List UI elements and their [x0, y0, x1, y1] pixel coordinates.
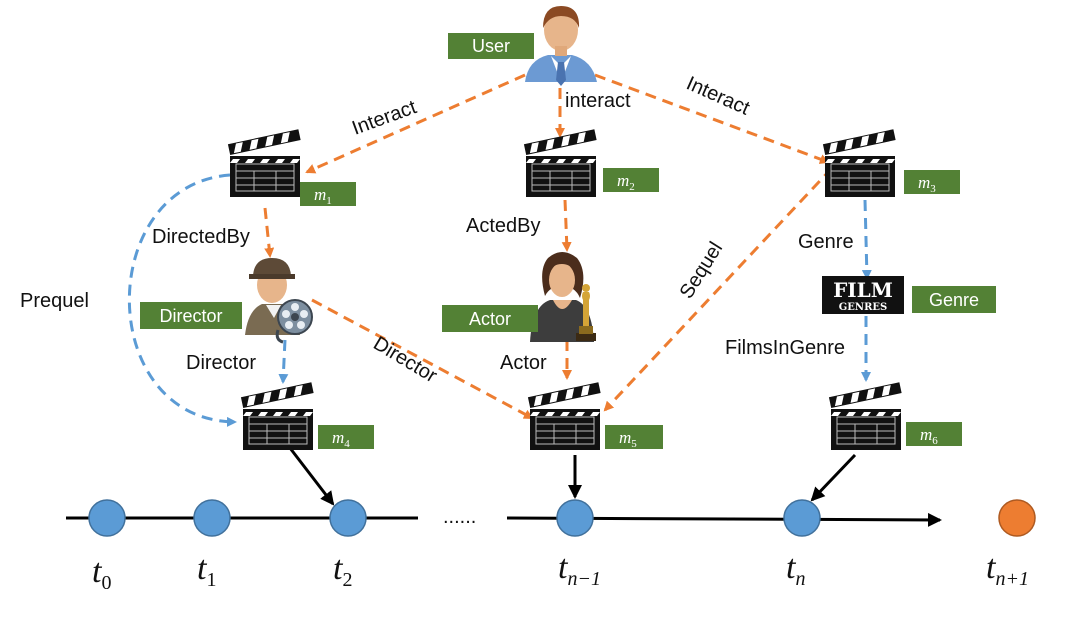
movie-m2: m2 — [523, 128, 659, 198]
edge-genre — [861, 199, 872, 280]
label-acted-by: ActedBy — [466, 215, 540, 237]
user-tag-label: User — [472, 36, 510, 56]
movie-tag-m2 — [603, 168, 659, 192]
clapperboard-icon — [822, 128, 897, 198]
edge-m6-to-tn — [810, 453, 857, 502]
oscar-statuette-icon — [576, 284, 596, 341]
movie-tag-m3 — [904, 170, 960, 194]
time-node-tn+1 — [998, 499, 1036, 537]
actor-node: Actor — [442, 252, 596, 342]
label-director-down: Director — [186, 352, 256, 374]
clapperboard-icon — [828, 381, 903, 451]
time-label-t1: t1 — [197, 550, 216, 591]
timeline-ellipsis: ...... — [443, 506, 476, 528]
time-label-tn: tn — [786, 549, 805, 590]
label-prequel: Prequel — [20, 290, 89, 312]
actor-tag — [442, 305, 538, 332]
label-genre-edge: Genre — [798, 231, 854, 253]
user-avatar-icon — [525, 6, 597, 86]
film-reel-icon — [275, 299, 313, 344]
edge-director-diag — [311, 298, 534, 420]
edge-labels: Interact interact Interact DirectedBy Ac… — [20, 72, 854, 387]
label-actor-down: Actor — [500, 352, 547, 374]
movie-label-m5: m5 — [619, 428, 637, 450]
edges — [127, 73, 872, 506]
edge-acted-by — [561, 199, 572, 252]
label-films-in-genre: FilmsInGenre — [725, 337, 845, 359]
time-label-t2: t2 — [333, 550, 352, 591]
label-director-diag: Director — [369, 332, 441, 387]
time-node-t0 — [88, 499, 126, 537]
time-label-tn+1: tn+1 — [986, 549, 1029, 590]
film-logo-line2: GENRES — [839, 302, 887, 313]
movie-tag-m1 — [300, 182, 356, 206]
edge-directed-by — [263, 207, 275, 258]
label-interact-left: Interact — [349, 96, 420, 140]
movie-label-m6: m6 — [920, 425, 938, 447]
time-node-tn — [783, 499, 821, 537]
timeline: ...... t0 t1 t2 tn−1 tn tn+1 — [66, 499, 1036, 594]
time-node-t2 — [329, 499, 367, 537]
movie-m1: m1 — [227, 128, 356, 207]
clapperboard-icon — [227, 128, 302, 198]
time-node-t1 — [193, 499, 231, 537]
director-tag — [140, 302, 242, 329]
edge-interact-left — [305, 73, 526, 174]
movie-label-m1: m1 — [314, 185, 332, 207]
genre-node: FILM GENRES Genre — [822, 276, 996, 314]
director-tag-label: Director — [159, 306, 222, 326]
edge-sequel — [603, 166, 834, 412]
movie-tag-m6 — [906, 422, 962, 446]
edge-interact-right — [594, 73, 830, 164]
time-label-t0: t0 — [92, 553, 111, 594]
film-genres-logo-icon: FILM GENRES — [822, 276, 904, 314]
edge-prequel — [127, 173, 237, 427]
genre-tag-label: Genre — [929, 290, 979, 310]
movie-tag-m4 — [318, 425, 374, 449]
movie-m6: m6 — [828, 381, 962, 451]
director-node: Director — [140, 258, 313, 344]
movie-m4: m4 — [240, 381, 374, 451]
movie-m3: m3 — [822, 128, 960, 198]
edge-m4-to-t2 — [288, 447, 335, 506]
clapperboard-icon — [527, 381, 602, 451]
time-label-tn-1: tn−1 — [558, 549, 601, 590]
film-logo-line1: FILM — [833, 278, 893, 302]
movie-label-m2: m2 — [617, 171, 635, 193]
movie-m5: m5 — [527, 381, 663, 451]
actor-avatar-icon — [530, 252, 594, 342]
movie-label-m4: m4 — [332, 428, 350, 450]
actor-tag-label: Actor — [469, 309, 511, 329]
label-directed-by: DirectedBy — [152, 226, 250, 248]
movie-tag-m5 — [605, 425, 663, 449]
movie-label-m3: m3 — [918, 173, 936, 195]
label-interact-right: Interact — [683, 72, 753, 119]
genre-tag — [912, 286, 996, 313]
clapperboard-icon — [523, 128, 598, 198]
clapperboard-icon — [240, 381, 315, 451]
time-node-tn-1 — [556, 499, 594, 537]
label-sequel: Sequel — [676, 238, 728, 302]
user-node: User — [448, 6, 597, 86]
edge-director-down — [278, 339, 289, 384]
label-interact-center: interact — [565, 90, 631, 112]
user-tag — [448, 33, 534, 59]
